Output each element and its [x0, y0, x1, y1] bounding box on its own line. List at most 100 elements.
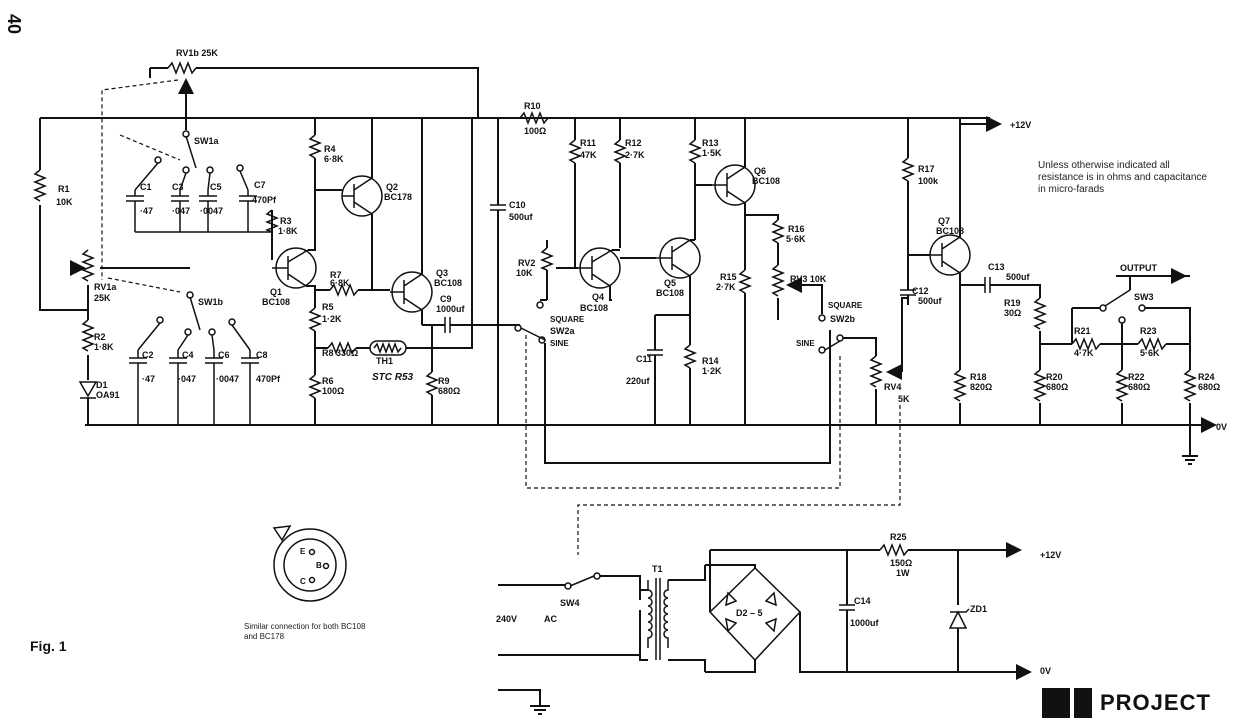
component-label: R23 [1140, 326, 1157, 336]
logo-mark-2 [1074, 688, 1092, 718]
rv2-potentiometer [539, 247, 555, 271]
output-label: OUTPUT [1120, 263, 1158, 273]
component-label: R5 [322, 302, 334, 312]
component-label: R17 [918, 164, 935, 174]
r2-resistor [80, 319, 96, 352]
zero-v-bottom-label: 0V [1040, 666, 1051, 676]
component-label: ·047 [178, 374, 196, 384]
component-label: 2·7K [716, 282, 736, 292]
component-label: C4 [182, 350, 194, 360]
component-label: 1·8K [278, 226, 298, 236]
component-label: C12 [912, 286, 929, 296]
r9-resistor [424, 371, 440, 396]
sw3-switch [1104, 289, 1131, 307]
component-label: 680Ω [1198, 382, 1220, 392]
component-label: RV2 [518, 258, 535, 268]
component-label: Q6 [754, 166, 766, 176]
d1-diode [78, 381, 98, 399]
component-label: R18 [970, 372, 987, 382]
r11-resistor [567, 139, 583, 164]
component-label: SW2b [830, 314, 856, 324]
sw1a-label: SW1a [194, 136, 220, 146]
component-label: 5·6K [1140, 348, 1160, 358]
sw2a-switch [520, 327, 546, 341]
sw1a-switch [185, 135, 197, 169]
component-label: D1 [96, 380, 108, 390]
t1-transformer [647, 578, 669, 660]
component-label: SW3 [1134, 292, 1154, 302]
component-label: R22 [1128, 372, 1145, 382]
r1-resistor [32, 169, 48, 202]
component-label: Q7 [938, 216, 950, 226]
component-label: 100k [918, 176, 939, 186]
component-label: 10K [56, 197, 73, 207]
component-label: R21 [1074, 326, 1091, 336]
component-label: R16 [788, 224, 805, 234]
component-label: SW2a [550, 326, 576, 336]
r14-resistor [682, 344, 698, 369]
component-label: C8 [256, 350, 268, 360]
component-label: SINE [550, 339, 569, 348]
component-label: 100Ω [524, 126, 546, 136]
component-label: R1 [58, 184, 70, 194]
rv1a-potentiometer [80, 249, 96, 282]
component-label: R11 [580, 138, 596, 148]
component-label: R3 [280, 216, 292, 226]
rv1b-label: RV1b 25K [176, 48, 218, 58]
component-label: Q2 [386, 182, 398, 192]
component-label: 680Ω [1128, 382, 1150, 392]
c13-capacitor [984, 277, 991, 293]
component-label: RV3 10K [790, 274, 827, 284]
component-label: E [300, 547, 306, 556]
component-label: 220uf [626, 376, 651, 386]
r24-resistor [1182, 369, 1198, 402]
component-label: SQUARE [828, 301, 863, 310]
logo-mark [1042, 688, 1070, 718]
component-label: 1·8K [94, 342, 114, 352]
plus12v-bottom-label: +12V [1040, 550, 1061, 560]
component-label: R14 [702, 356, 719, 366]
sw2b-switch [824, 340, 841, 351]
component-label: SQUARE [550, 315, 585, 324]
component-label: R2 [94, 332, 106, 342]
r7-resistor [329, 282, 359, 298]
component-label: 680Ω [438, 386, 460, 396]
component-label: BC108 [262, 297, 290, 307]
r12-resistor [612, 139, 628, 164]
component-label: TH1 [376, 356, 393, 366]
component-label: R9 [438, 376, 450, 386]
component-label: 470Pf [256, 374, 281, 384]
component-label: BC108 [752, 176, 780, 186]
component-label: R4 [324, 144, 336, 154]
component-label: 150Ω [890, 558, 912, 568]
component-label: ·47 [140, 206, 153, 216]
r23-resistor [1137, 336, 1167, 352]
component-label: 470Pf [252, 195, 277, 205]
component-label: R7 [330, 270, 342, 280]
earth-symbol-bottom [498, 689, 550, 715]
r17-resistor [900, 157, 916, 182]
component-label: ZD1 [970, 604, 987, 614]
sw4-switch [569, 575, 595, 587]
component-label: 500uf [509, 212, 534, 222]
capacitor-bank-b [129, 350, 259, 425]
component-label: OA91 [96, 390, 120, 400]
component-label: 5·6K [786, 234, 806, 244]
brand-text: PROJECT [1100, 690, 1211, 715]
r18-resistor [952, 369, 968, 402]
component-label: 100Ω [322, 386, 344, 396]
component-label: R24 [1198, 372, 1215, 382]
component-label: 30Ω [1004, 308, 1021, 318]
component-label: 1000uf [850, 618, 880, 628]
rv3-potentiometer [770, 264, 786, 297]
pinout-caption: Similar connection for both BC108 and BC… [244, 622, 366, 641]
r20-resistor [1032, 369, 1048, 402]
component-label: 500uf [1006, 272, 1031, 282]
component-label: BC178 [384, 192, 412, 202]
sw1b-switch [189, 296, 201, 331]
component-label: AC [544, 614, 557, 624]
component-label: RV1a [94, 282, 117, 292]
r21-resistor [1071, 336, 1101, 352]
component-label: C [300, 577, 306, 586]
r3-resistor [264, 209, 280, 233]
